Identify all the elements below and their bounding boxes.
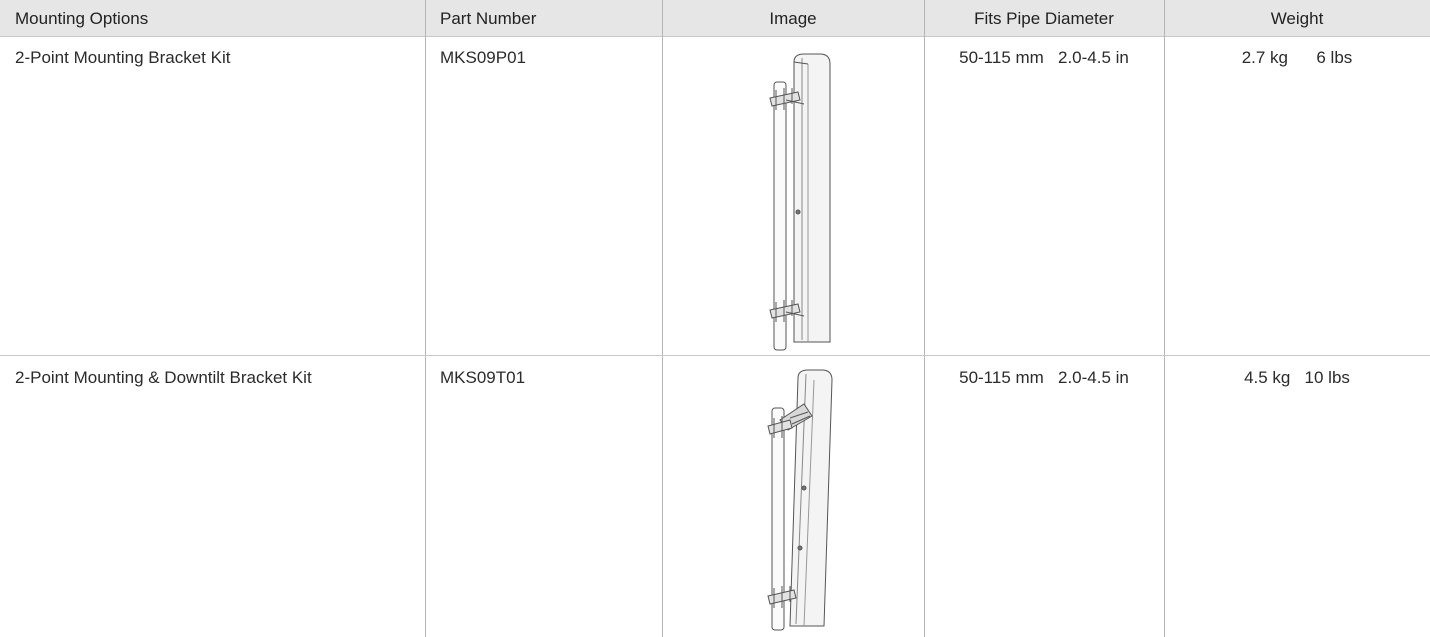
pipe-diameter-in: 2.0-4.5 in [1058,48,1129,67]
pipe-diameter-mm: 50-115 mm [959,368,1044,387]
pipe-diameter-mm: 50-115 mm [959,48,1044,67]
column-divider [662,0,663,637]
part-number: MKS09P01 [440,48,526,67]
weight: 2.7 kg 6 lbs [1164,36,1430,68]
header-image: Image [769,9,817,28]
header-weight: Weight [1270,9,1324,28]
pipe-diameter: 50-115 mm 2.0-4.5 in [924,36,1164,68]
pipe-diameter-in: 2.0-4.5 in [1058,368,1129,387]
weight-kg: 2.7 kg [1241,48,1289,67]
antenna-downtilt-mount-icon [760,368,840,633]
antenna-bracket-mount-icon [764,52,834,352]
weight-kg: 4.5 kg [1244,368,1291,387]
header-fits-pipe-diameter: Fits Pipe Diameter [974,9,1114,28]
weight-lbs: 10 lbs [1304,368,1350,387]
weight-lbs: 6 lbs [1316,48,1353,67]
pipe-diameter: 50-115 mm 2.0-4.5 in [924,356,1164,388]
header-mounting-options: Mounting Options [15,9,149,28]
table-header-row: Mounting Options Part Number Image Fits … [0,0,1430,37]
header-part-number: Part Number [440,9,537,28]
mounting-option-name: 2-Point Mounting & Downtilt Bracket Kit [15,368,312,387]
weight: 4.5 kg 10 lbs [1164,356,1430,388]
column-divider [1164,0,1165,637]
column-divider [924,0,925,637]
part-number: MKS09T01 [440,368,526,387]
row-divider [0,355,1430,356]
column-divider [425,0,426,637]
mounting-option-name: 2-Point Mounting Bracket Kit [15,48,231,67]
